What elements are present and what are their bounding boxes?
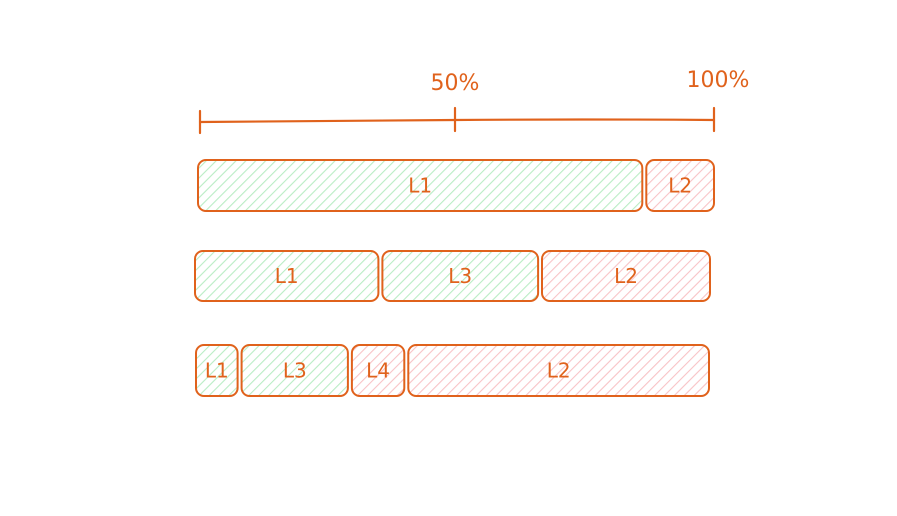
bar-1-segment-l1-label: L1: [408, 174, 432, 198]
scale-label-50: 50%: [431, 71, 480, 96]
bar-2: L1 L3 L2: [194, 250, 711, 302]
bar-3-segment-l3-label: L3: [283, 359, 307, 383]
bar-2-segment-l3-label: L3: [448, 264, 472, 288]
bar-2-segment-l2-label: L2: [614, 264, 638, 288]
bar-1-segment-l1: [197, 159, 644, 212]
bar-1: L1 L2: [197, 159, 715, 212]
bar-2-segment-l1: [194, 250, 380, 302]
bar-3-segment-l1: [195, 344, 239, 397]
bar-1-segment-l2-label: L2: [668, 174, 692, 198]
bar-3-segment-l3: [240, 344, 349, 397]
bar-3-segment-l4-label: L4: [366, 359, 390, 383]
bar-2-segment-l3: [381, 250, 540, 302]
bar-3-segment-l2: [407, 344, 710, 397]
scale-ruler: 50% 100%: [198, 68, 750, 135]
bar-1-segment-l2: [645, 159, 715, 212]
bar-3: L1 L3 L4 L2: [195, 344, 710, 397]
scale-axis-line: [198, 118, 716, 124]
bar-3-segment-l2-label: L2: [547, 359, 571, 383]
bar-3-segment-l1-label: L1: [205, 359, 229, 383]
bar-3-segment-l4: [350, 344, 406, 397]
scale-label-100: 100%: [687, 68, 750, 93]
bar-2-segment-l2: [541, 250, 711, 302]
bar-2-segment-l1-label: L1: [275, 264, 299, 288]
